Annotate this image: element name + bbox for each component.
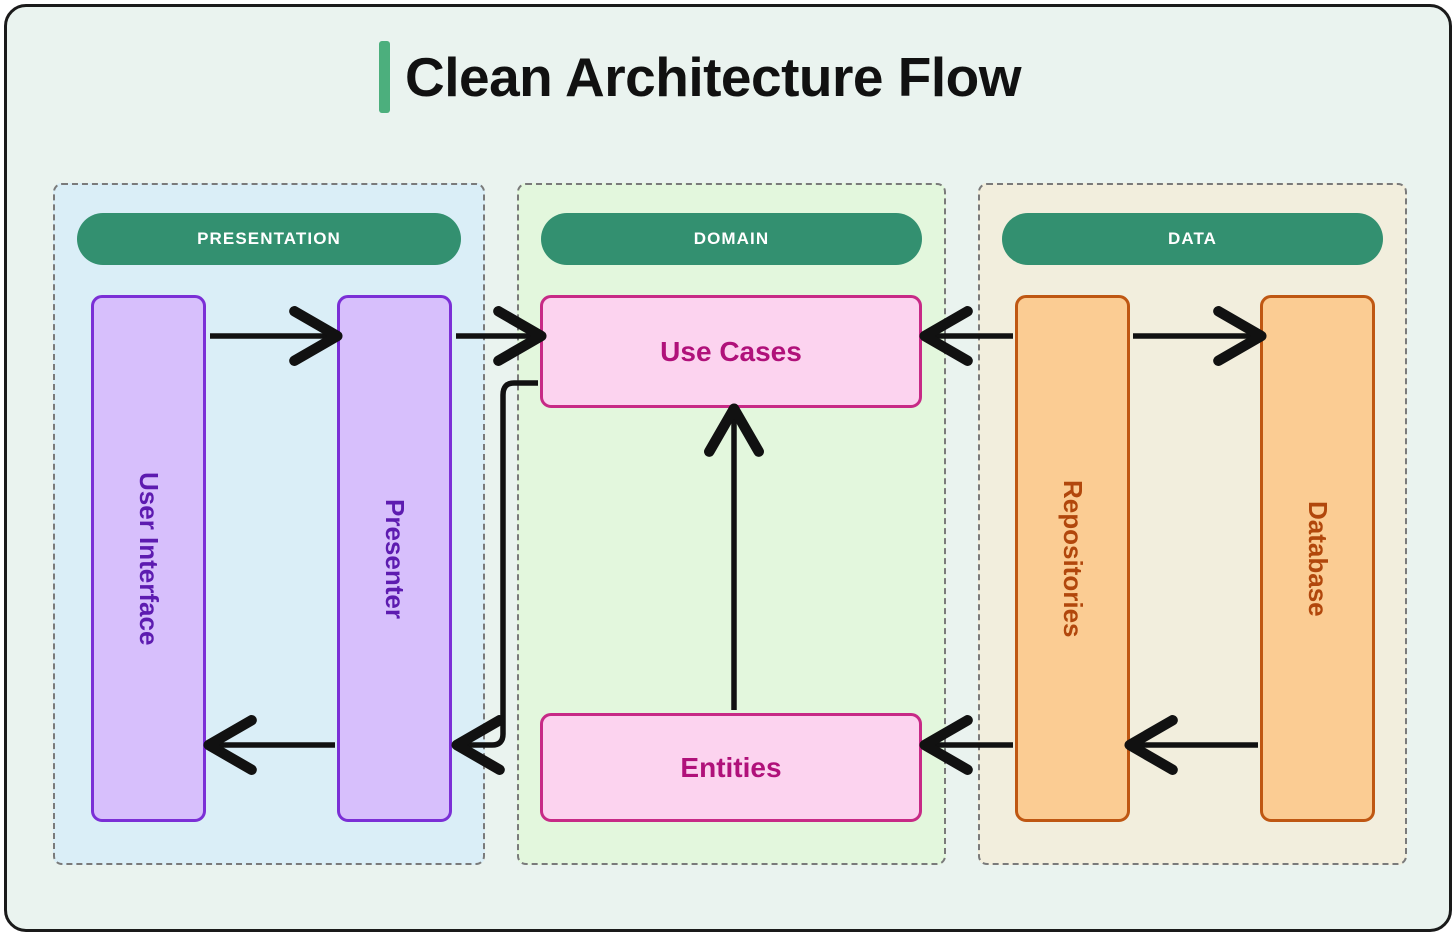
page-title: Clean Architecture Flow	[405, 46, 1022, 108]
diagram-canvas: Clean Architecture Flow PRESENTATION DOM…	[4, 4, 1452, 932]
title-accent-bar	[379, 41, 390, 113]
node-presenter[interactable]: Presenter	[337, 295, 452, 822]
node-entities[interactable]: Entities	[540, 713, 922, 822]
node-database[interactable]: Database	[1260, 295, 1375, 822]
node-use-cases[interactable]: Use Cases	[540, 295, 922, 408]
node-user-interface[interactable]: User Interface	[91, 295, 206, 822]
page-title-row: Clean Architecture Flow	[7, 33, 1449, 121]
lane-header-presentation: PRESENTATION	[77, 213, 461, 265]
node-repositories[interactable]: Repositories	[1015, 295, 1130, 822]
lane-header-data: DATA	[1002, 213, 1383, 265]
lane-header-domain: DOMAIN	[541, 213, 922, 265]
